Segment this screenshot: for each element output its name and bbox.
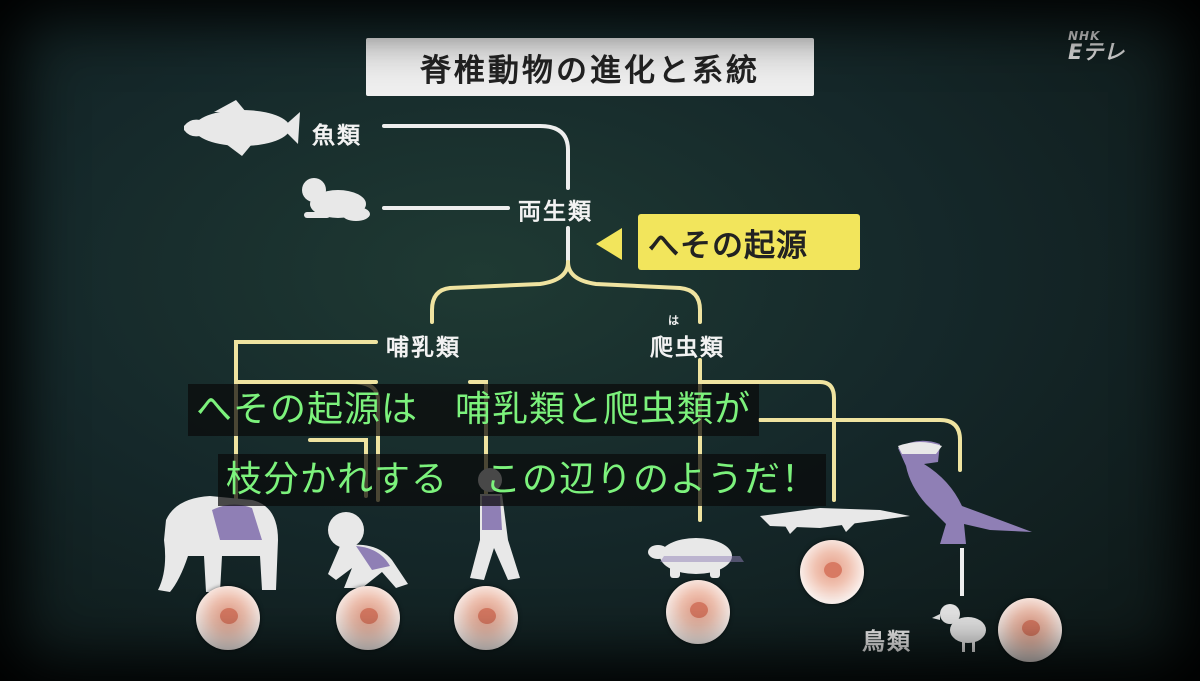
page-title: 脊椎動物の進化と系統: [420, 52, 760, 89]
chick-icon: [932, 604, 986, 652]
arrow-left-icon: [596, 228, 622, 260]
coelacanth-icon: [184, 100, 300, 156]
reptile-embryo-turtle: [666, 580, 730, 644]
caption-line-1: へその起源は 哺乳類と爬虫類が: [188, 384, 760, 436]
reptile-embryo-crocodile: [800, 540, 864, 604]
mammal-embryo-monkey: [336, 586, 400, 650]
monkey-icon: [328, 512, 408, 588]
dinosaur-icon: [898, 440, 1032, 544]
crocodile-icon: [760, 508, 910, 534]
highlight-tag-text: へその起源: [648, 227, 808, 264]
frog-icon: [302, 178, 370, 221]
split-curve-line-right: [566, 260, 702, 324]
highlight-tag: へその起源: [638, 214, 860, 270]
fish-label: 魚類: [312, 123, 362, 149]
reptile-label: 爬虫類: [650, 335, 725, 361]
logo-etv: Eテレ: [1068, 40, 1125, 64]
bird-embryo: [998, 598, 1062, 662]
fish-branch-line: [382, 124, 570, 190]
subtitle-caption: へその起源は 哺乳類と爬虫類が 枝分かれする この辺りのようだ！: [188, 384, 978, 524]
mammal-embryo-elephant: [196, 586, 260, 650]
mammal-branch-line: [234, 340, 378, 502]
channel-logo: NHK Eテレ: [1068, 30, 1124, 63]
logo-nhk: NHK: [1068, 29, 1101, 43]
turtle-icon: [648, 538, 744, 578]
croc-line: [758, 418, 962, 472]
title-card: 脊椎動物の進化と系統: [366, 38, 814, 96]
amphibian-label: 両生類: [518, 199, 593, 225]
mammal-label: 哺乳類: [386, 335, 461, 361]
elephant-icon: [158, 496, 278, 592]
mammal-embryo-human: [454, 586, 518, 650]
reptile-ruby: は: [668, 314, 679, 327]
reptile-branch-line: [698, 380, 836, 502]
caption-line-2: 枝分かれする この辺りのようだ！: [218, 454, 827, 506]
bird-label: 鳥類: [862, 629, 912, 655]
split-curve-line: [430, 260, 570, 324]
